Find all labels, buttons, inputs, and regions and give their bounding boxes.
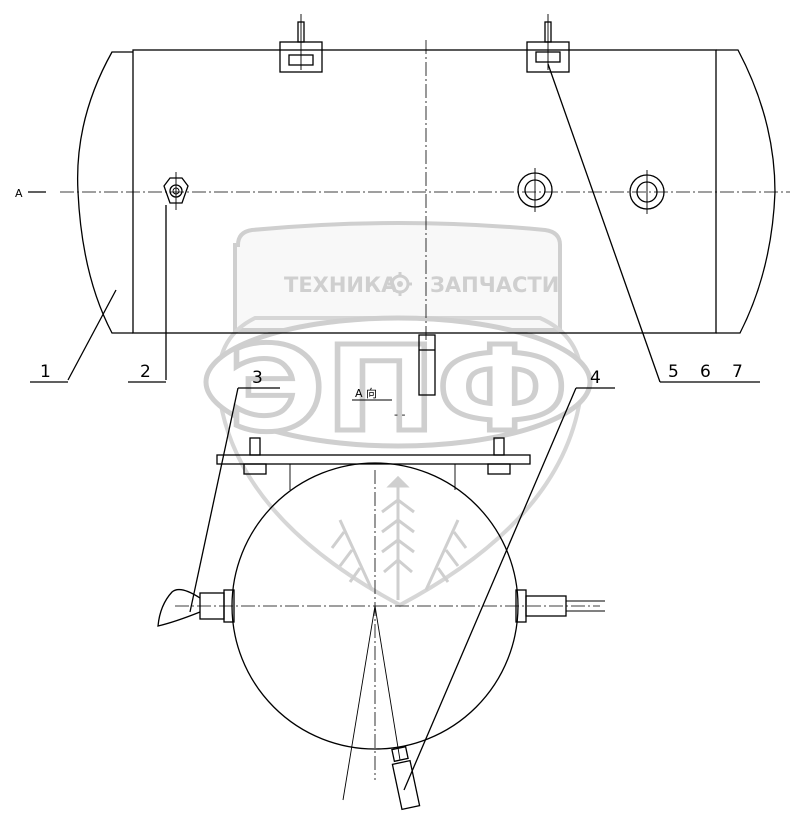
callout-5: 5 bbox=[668, 362, 679, 382]
bottom-valve-stub bbox=[418, 334, 436, 396]
tank-end-view bbox=[157, 437, 605, 811]
watermark-brand-right: ЗАПЧАСТИ bbox=[430, 273, 559, 297]
callout-3: 3 bbox=[252, 368, 263, 388]
tank-left-end-cap bbox=[76, 51, 133, 334]
gear-icon bbox=[388, 272, 412, 296]
callout-7: 7 bbox=[732, 362, 743, 382]
bottom-fitting bbox=[391, 745, 421, 811]
mount-bracket-left bbox=[279, 14, 323, 73]
watermark-logo: ЭПФ bbox=[228, 320, 568, 458]
tank-body bbox=[132, 49, 717, 334]
tank-right-end-cap bbox=[716, 49, 776, 334]
inlet-port-1 bbox=[517, 168, 553, 212]
mount-bracket-right bbox=[526, 14, 570, 73]
callout-4: 4 bbox=[590, 368, 601, 388]
view-a-dots: - - bbox=[394, 408, 405, 421]
watermark-wheat bbox=[330, 475, 468, 600]
mount-plate bbox=[216, 454, 531, 465]
watermark-oval bbox=[203, 315, 593, 449]
leaders-end bbox=[189, 387, 615, 791]
right-fitting bbox=[515, 589, 605, 623]
callout-6: 6 bbox=[700, 362, 711, 382]
leaders-top bbox=[30, 63, 760, 383]
watermark-brand-left: ТЕХНИКА bbox=[284, 273, 398, 297]
watermark: ТЕХНИКА ЗАПЧАСТИ ЭПФ bbox=[203, 221, 593, 608]
end-bolt-right bbox=[487, 437, 511, 475]
drain-nut-port bbox=[163, 172, 189, 210]
tank-side-view bbox=[60, 14, 790, 396]
callout-2: 2 bbox=[140, 362, 151, 382]
callout-1: 1 bbox=[40, 362, 51, 382]
end-bolt-left bbox=[243, 437, 267, 475]
left-fitting bbox=[157, 588, 235, 627]
inlet-port-2 bbox=[629, 170, 665, 214]
view-marker-left-label: A bbox=[15, 187, 23, 200]
view-a-label: A 向 bbox=[355, 386, 377, 400]
